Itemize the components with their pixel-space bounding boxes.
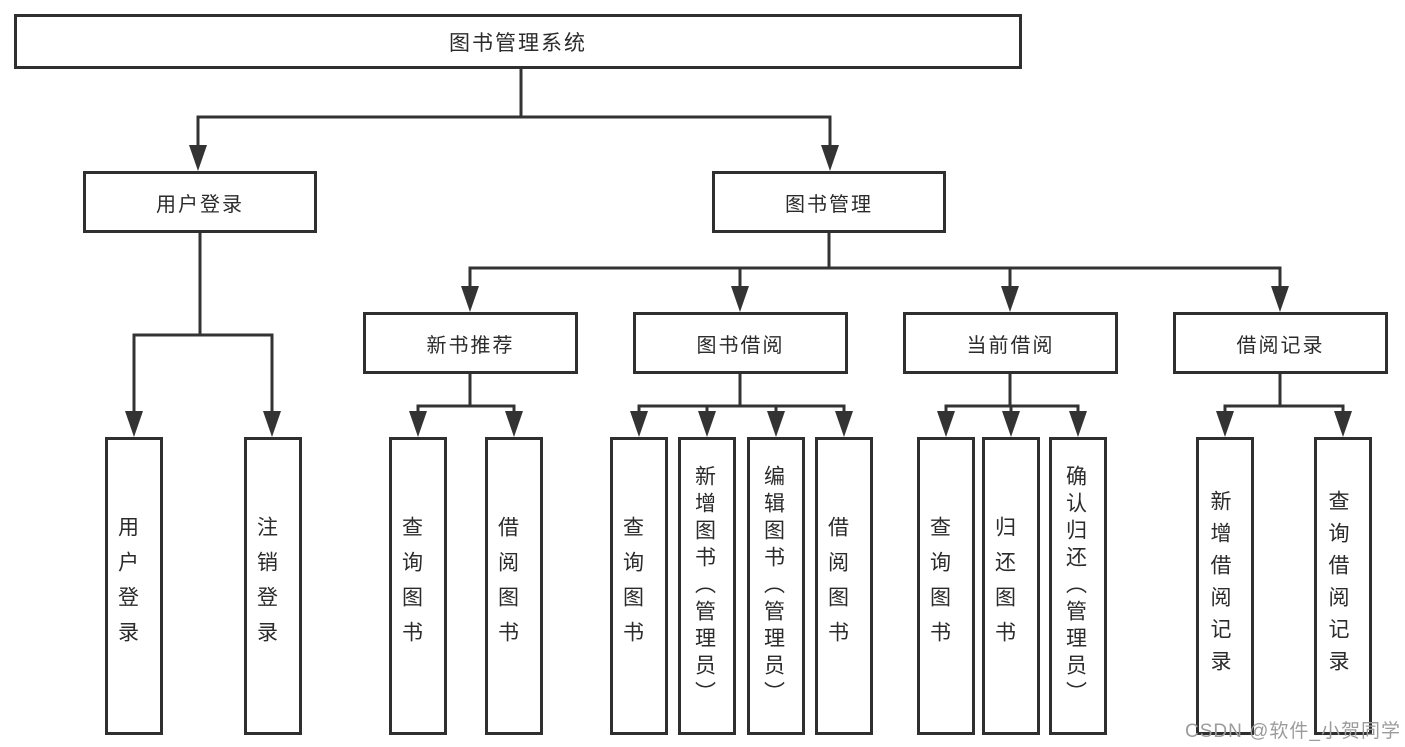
leaf-add-borrow-record: 新增借阅记录 xyxy=(1196,437,1254,735)
leaf-logout-login: 注销登录 xyxy=(244,437,302,735)
leaf-return-books: 归还图书 xyxy=(982,437,1040,735)
root-label: 图书管理系统 xyxy=(449,31,587,55)
leaf-label: 借阅图书 xyxy=(825,516,849,656)
leaf-borrow-books-recommend: 借阅图书 xyxy=(485,437,543,735)
module-label: 新书推荐 xyxy=(426,334,515,357)
leaf-user-login: 用户登录 xyxy=(105,437,163,735)
leaf-query-books-current: 查询图书 xyxy=(917,437,975,735)
leaf-label: 查询图书 xyxy=(927,516,951,656)
leaf-borrow-books-borrowing: 借阅图书 xyxy=(815,437,873,735)
branch-label: 用户登录 xyxy=(156,193,244,216)
leaf-label: 注销登录 xyxy=(254,516,278,656)
module-book-borrowing: 图书借阅 xyxy=(633,312,848,374)
leaf-edit-books-admin: 编辑图书（管理员） xyxy=(747,437,805,735)
module-label: 借阅记录 xyxy=(1236,334,1325,357)
branch-user-login: 用户登录 xyxy=(83,171,317,233)
leaf-label: 查询图书 xyxy=(399,516,423,656)
leaf-label: 新增图书（管理员） xyxy=(692,464,716,708)
leaf-label: 编辑图书（管理员） xyxy=(761,464,785,708)
leaf-query-books-borrowing: 查询图书 xyxy=(610,437,668,735)
node-root: 图书管理系统 xyxy=(14,14,1022,69)
leaf-label: 查询图书 xyxy=(620,516,644,656)
leaf-query-books-recommend: 查询图书 xyxy=(389,437,447,735)
branch-book-management: 图书管理 xyxy=(712,171,946,233)
leaf-query-borrow-record: 查询借阅记录 xyxy=(1314,437,1372,735)
leaf-add-books-admin: 新增图书（管理员） xyxy=(678,437,736,735)
module-current-borrowing: 当前借阅 xyxy=(903,312,1118,374)
leaf-label: 归还图书 xyxy=(992,516,1016,656)
leaf-label: 借阅图书 xyxy=(495,516,519,656)
branch-label: 图书管理 xyxy=(785,193,873,216)
leaf-label: 新增借阅记录 xyxy=(1208,490,1231,682)
leaf-confirm-return-admin: 确认归还（管理员） xyxy=(1049,437,1107,735)
module-borrowing-records: 借阅记录 xyxy=(1173,312,1388,374)
module-label: 图书借阅 xyxy=(696,334,785,357)
leaf-label: 查询借阅记录 xyxy=(1326,490,1349,682)
leaf-label: 用户登录 xyxy=(115,516,139,656)
module-label: 当前借阅 xyxy=(966,334,1055,357)
module-new-book-recommendation: 新书推荐 xyxy=(363,312,578,374)
leaf-label: 确认归还（管理员） xyxy=(1063,464,1087,708)
csdn-watermark: CSDN @软件_小贺同学 xyxy=(1185,721,1401,742)
